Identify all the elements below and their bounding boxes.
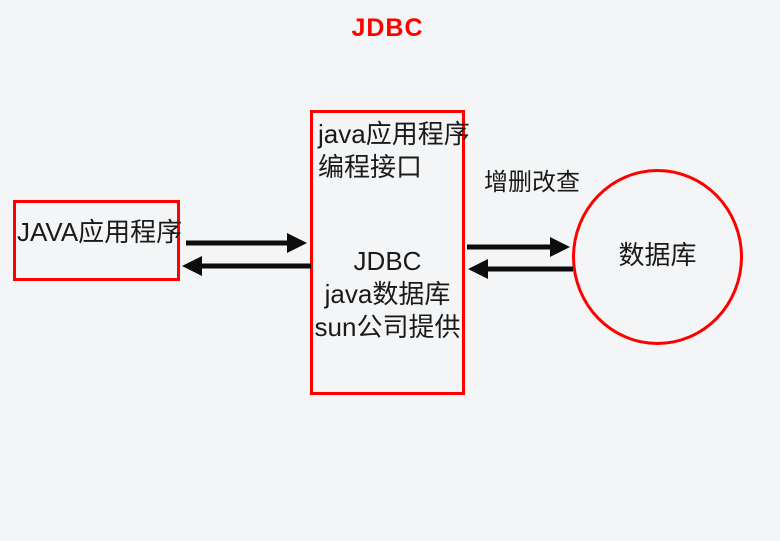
java-application-box: JAVA应用程序 <box>13 200 183 281</box>
jdbc-detail-line1: JDBC <box>353 246 422 276</box>
jdbc-api-box: java应用程序 编程接口 JDBC java数据库 sun公司提供 <box>310 110 470 395</box>
crud-operations-label: 增删改查 <box>484 169 580 196</box>
jdbc-detail-line3: sun公司提供 <box>314 312 461 342</box>
diagram-title: JDBC <box>351 14 424 42</box>
arrow-db-to-jdbc <box>468 259 573 279</box>
jdbc-api-description-line2: 编程接口 <box>318 152 423 182</box>
jdbc-api-description: java应用程序 编程接口 <box>318 118 470 184</box>
arrow-jdbc-to-db <box>467 237 570 257</box>
arrow-app-to-jdbc <box>186 233 307 253</box>
java-application-label: JAVA应用程序 <box>17 217 183 247</box>
database-label: 数据库 <box>618 239 697 270</box>
database-circle: 数据库 <box>572 169 743 345</box>
jdbc-detail: JDBC java数据库 sun公司提供 <box>313 245 462 344</box>
arrow-jdbc-to-app <box>182 256 311 276</box>
jdbc-detail-line2: java数据库 <box>324 279 451 309</box>
jdbc-api-description-line1: java应用程序 <box>318 119 470 149</box>
